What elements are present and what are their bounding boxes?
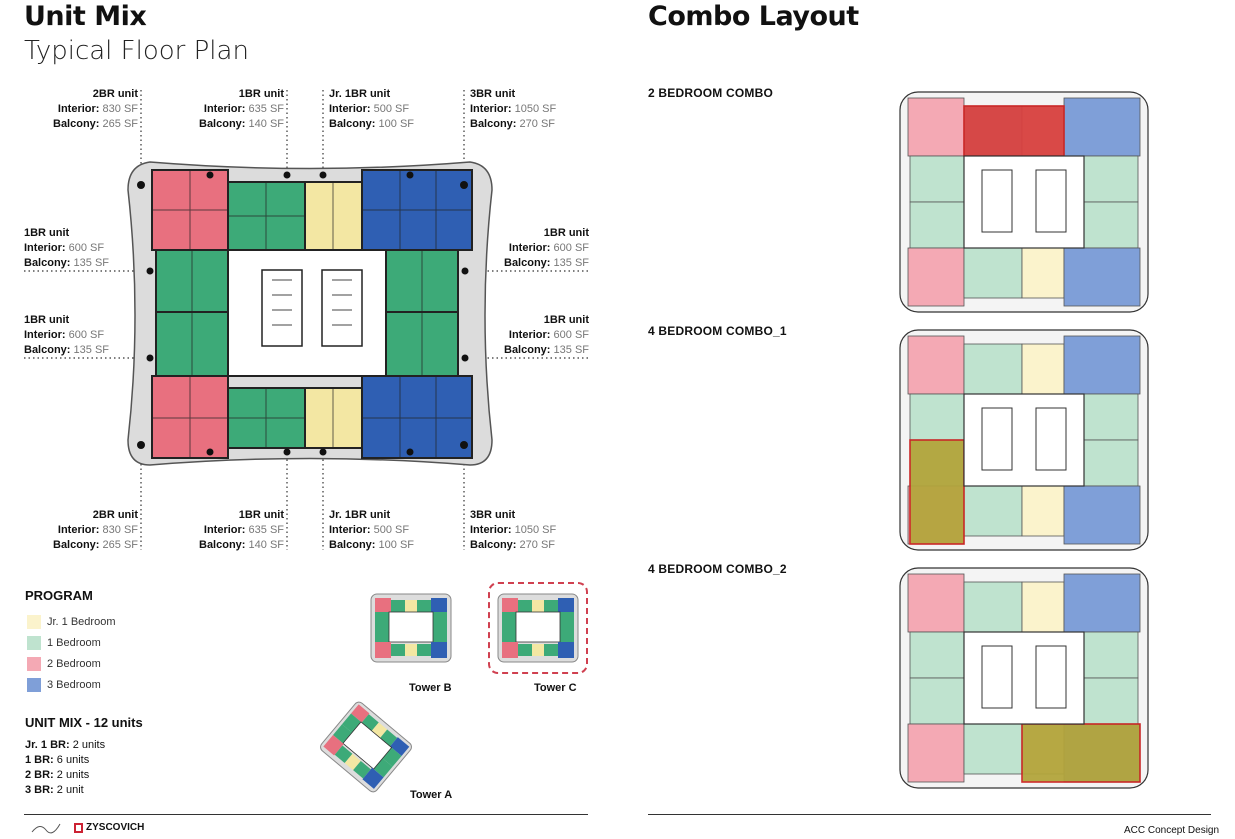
zyscovich-logo: ZYSCOVICH bbox=[74, 822, 144, 833]
concept-design-label: ACC Concept Design bbox=[1124, 825, 1220, 836]
combo-core-stair bbox=[981, 645, 1013, 709]
combo-unit bbox=[1021, 581, 1065, 633]
combo-highlight bbox=[963, 105, 1065, 157]
combo-core-elevator bbox=[1035, 645, 1067, 709]
combo-unit bbox=[1021, 485, 1065, 537]
tower-b-diagram bbox=[370, 593, 452, 663]
combo-unit bbox=[1063, 247, 1141, 307]
swatch-2br bbox=[27, 656, 41, 671]
side-label-left-2: 1BR unit Interior: 600 SF Balcony: 135 S… bbox=[24, 314, 109, 356]
combo-unit bbox=[909, 201, 965, 249]
mix-row: 2 BR: 2 units bbox=[25, 769, 90, 781]
combo-core-stair bbox=[981, 407, 1013, 471]
combo-unit bbox=[1063, 97, 1141, 157]
bottom-label-3br: 3BR unit Interior: 1050 SF Balcony: 270 … bbox=[470, 509, 557, 551]
combo-layout-title: Combo Layout bbox=[648, 1, 859, 32]
combo-unit bbox=[909, 393, 965, 441]
combo-unit bbox=[1063, 335, 1141, 395]
top-label-1br: 1BR unit Interior: 635 SF Balcony: 140 S… bbox=[199, 88, 284, 130]
legend-item-jr1: Jr. 1 Bedroom bbox=[27, 611, 115, 632]
left-footer-rule bbox=[24, 814, 588, 815]
tower-c-highlight bbox=[488, 582, 588, 674]
legend-item-1br: 1 Bedroom bbox=[27, 632, 115, 653]
combo-core-elevator bbox=[1035, 169, 1067, 233]
top-label-3br: 3BR unit Interior: 1050 SF Balcony: 270 … bbox=[470, 88, 557, 130]
typical-floor-plan bbox=[24, 90, 590, 550]
bottom-label-1br: 1BR unit Interior: 635 SF Balcony: 140 S… bbox=[199, 509, 284, 551]
legend-item-3br: 3 Bedroom bbox=[27, 674, 115, 695]
combo-unit bbox=[1083, 201, 1139, 249]
combo-unit bbox=[963, 581, 1023, 633]
combo-unit bbox=[1021, 343, 1065, 395]
unit-3br-bottom bbox=[361, 375, 473, 459]
combo-unit bbox=[907, 97, 965, 157]
top-label-jr1br: Jr. 1BR unit Interior: 500 SF Balcony: 1… bbox=[329, 88, 414, 130]
combo-unit bbox=[1083, 439, 1139, 487]
combo-unit bbox=[907, 723, 965, 783]
combo-unit bbox=[1063, 573, 1141, 633]
mix-row: 3 BR: 2 unit bbox=[25, 784, 84, 796]
combo-unit bbox=[1083, 155, 1139, 203]
combo-unit bbox=[1083, 677, 1139, 725]
mix-row: 1 BR: 6 units bbox=[25, 754, 90, 766]
tower-c-diagram bbox=[497, 593, 579, 663]
combo-unit bbox=[1021, 247, 1065, 299]
combo-unit bbox=[907, 335, 965, 395]
side-label-left-1: 1BR unit Interior: 600 SF Balcony: 135 S… bbox=[24, 227, 109, 269]
bottom-label-jr1br: Jr. 1BR unit Interior: 500 SF Balcony: 1… bbox=[329, 509, 414, 551]
mix-row: Jr. 1 BR: 2 units bbox=[25, 739, 106, 751]
floor-plan-subtitle: Typical Floor Plan bbox=[24, 36, 249, 66]
combo-unit bbox=[1083, 631, 1139, 679]
unit-mix-heading: UNIT MIX - 12 units bbox=[25, 715, 143, 730]
right-footer-rule bbox=[648, 814, 1211, 815]
combo-highlight bbox=[1021, 723, 1141, 783]
combo-unit bbox=[1063, 485, 1141, 545]
combo-unit bbox=[963, 343, 1023, 395]
tower-c-label: Tower C bbox=[534, 682, 577, 694]
legend-item-2br: 2 Bedroom bbox=[27, 653, 115, 674]
program-legend: Jr. 1 Bedroom 1 Bedroom 2 Bedroom 3 Bedr… bbox=[27, 611, 115, 695]
combo-highlight bbox=[909, 439, 965, 545]
tower-a-label: Tower A bbox=[410, 789, 453, 801]
unit-mix-title: Unit Mix bbox=[24, 1, 147, 32]
leader-lines bbox=[24, 90, 590, 550]
combo-unit bbox=[907, 573, 965, 633]
combo-core-stair bbox=[981, 169, 1013, 233]
zyscovich-mark-icon bbox=[74, 822, 83, 833]
combo-unit bbox=[963, 247, 1023, 299]
swatch-3br bbox=[27, 677, 41, 692]
tower-a-diagram bbox=[320, 701, 412, 793]
swatch-jr1 bbox=[27, 614, 41, 629]
side-label-right-2: 1BR unit Interior: 600 SF Balcony: 135 S… bbox=[504, 314, 589, 356]
top-label-2br: 2BR unit Interior: 830 SF Balcony: 265 S… bbox=[53, 88, 138, 130]
unit-mix-list: Jr. 1 BR: 2 units 1 BR: 6 units 2 BR: 2 … bbox=[25, 738, 105, 798]
combo-unit bbox=[909, 631, 965, 679]
side-label-right-1: 1BR unit Interior: 600 SF Balcony: 135 S… bbox=[504, 227, 589, 269]
combo-unit bbox=[1083, 393, 1139, 441]
signature-logo bbox=[30, 820, 66, 834]
combo-title-2: 4 BEDROOM COMBO_1 bbox=[648, 324, 787, 338]
combo-unit bbox=[963, 723, 1023, 775]
combo-unit bbox=[909, 155, 965, 203]
tower-b-label: Tower B bbox=[409, 682, 452, 694]
swatch-1br bbox=[27, 635, 41, 650]
combo-unit bbox=[907, 247, 965, 307]
program-title: PROGRAM bbox=[25, 588, 93, 603]
combo-title-3: 4 BEDROOM COMBO_2 bbox=[648, 562, 787, 576]
bottom-label-2br: 2BR unit Interior: 830 SF Balcony: 265 S… bbox=[53, 509, 138, 551]
combo-core-elevator bbox=[1035, 407, 1067, 471]
combo-unit bbox=[909, 677, 965, 725]
combo-title-1: 2 BEDROOM COMBO bbox=[648, 86, 774, 100]
combo-unit bbox=[963, 485, 1023, 537]
